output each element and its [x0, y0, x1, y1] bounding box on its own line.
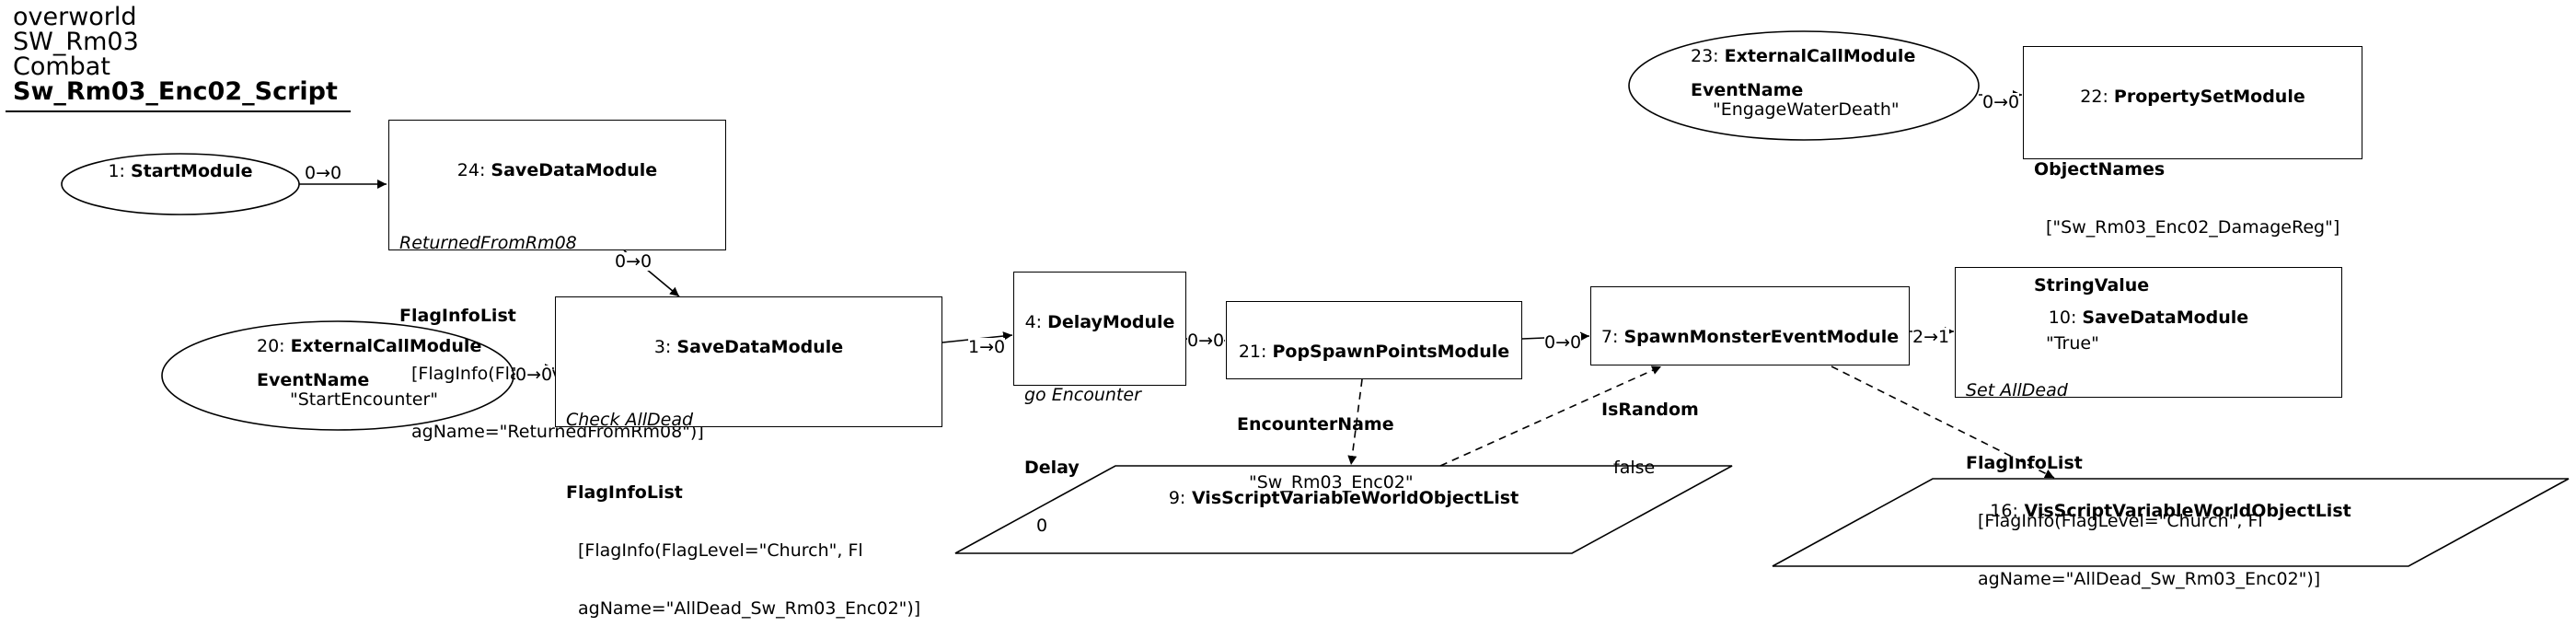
node-1-label: 1: StartModule [62, 162, 299, 181]
node-3-value-1: [FlagInfo(FlagLevel="Church", Fl [578, 540, 863, 561]
node-21-id: 21: [1238, 342, 1267, 362]
node-22-value-1: ["Sw_Rm03_Enc02_DamageReg"] [2046, 217, 2340, 238]
node-9-shape[interactable] [954, 465, 1733, 554]
node-22[interactable]: 22: PropertySetModule ObjectNames ["Sw_R… [2023, 46, 2362, 354]
node-9-type: VisScriptVariableWorldObjectList [1191, 488, 1519, 508]
header-line-3: Combat [13, 52, 110, 81]
node-23-id: 23: [1691, 46, 1719, 66]
node-10-prop: FlagInfoList [1966, 453, 2083, 473]
node-7-prop: IsRandom [1601, 400, 1699, 420]
node-24-type: SaveDataModule [491, 160, 658, 180]
node-7-id: 7: [1600, 327, 1619, 347]
node-23-value: "EngageWaterDeath" [1713, 99, 1900, 120]
node-23-prop: EventName [1691, 80, 1804, 100]
node-3[interactable]: 3: SaveDataModule Check AllDead FlagInfo… [555, 296, 942, 619]
node-20-type: ExternalCallModule [290, 336, 482, 356]
node-24-comment: ReturnedFromRm08 [399, 233, 577, 253]
edge-label-20-3: 0→0 [515, 365, 553, 385]
node-3-type: SaveDataModule [676, 337, 844, 357]
header-line-1: overworld [13, 3, 137, 31]
node-4-id: 4: [1024, 312, 1043, 332]
header-line-2: SW_Rm03 [13, 28, 139, 56]
node-10-id: 10: [2048, 307, 2077, 328]
diagram-canvas [61, 30, 2570, 567]
node-3-id: 3: [653, 337, 672, 357]
node-16-type: VisScriptVariableWorldObjectList [2024, 501, 2351, 521]
node-23-shape[interactable] [1628, 30, 1980, 141]
node-16-shape[interactable] [1772, 478, 2570, 567]
node-9-label: 9: VisScriptVariableWorldObjectList [955, 489, 1732, 508]
node-1-id: 1: [108, 161, 125, 181]
node-1-type: StartModule [131, 161, 253, 181]
node-7-value: false [1613, 458, 1656, 478]
node-21-prop: EncounterName [1237, 414, 1394, 435]
node-4-comment: go Encounter [1024, 385, 1141, 405]
node-7[interactable]: 7: SpawnMonsterEventModule IsRandom fals… [1590, 286, 1910, 478]
node-20-value: "StartEncounter" [290, 389, 439, 410]
edge-label-21-7: 0→0 [1544, 332, 1582, 353]
node-10-title: 10: SaveDataModule [1956, 308, 2341, 328]
node-4-prop: Delay [1024, 458, 1080, 478]
edge-label-7-10: 2→1 [1912, 327, 1950, 347]
node-3-title: 3: SaveDataModule [556, 338, 941, 357]
node-20-id: 20: [257, 336, 285, 356]
node-10-value-1: [FlagInfo(FlagLevel="Church", Fl [1978, 511, 2263, 531]
node-7-type: SpawnMonsterEventModule [1623, 327, 1900, 347]
edge-label-24-3: 0→0 [615, 251, 653, 272]
node-10-type: SaveDataModule [2082, 307, 2249, 328]
node-4-title: 4: DelayModule [1014, 313, 1185, 332]
node-16-label: 16: VisScriptVariableWorldObjectList [1773, 502, 2569, 521]
node-10-value-2: agName="AllDead_Sw_Rm03_Enc02")] [1978, 569, 2321, 589]
node-3-comment: Check AllDead [566, 410, 694, 430]
node-10-comment: Set AllDead [1966, 380, 2068, 400]
node-4-type: DelayModule [1047, 312, 1175, 332]
edge-label-1-24: 0→0 [305, 163, 342, 183]
node-22-value-2: "True" [2046, 333, 2099, 354]
node-23-type: ExternalCallModule [1724, 46, 1916, 66]
node-20-shape[interactable] [161, 320, 514, 431]
script-name: Sw_Rm03_Enc02_Script [13, 77, 338, 106]
edge-7-16 [1831, 365, 2055, 479]
node-22-title: 22: PropertySetModule [2024, 87, 2362, 107]
node-16-id: 16: [1990, 501, 2018, 521]
node-9-id: 9: [1168, 488, 1186, 508]
node-21-type: PopSpawnPointsModule [1272, 342, 1510, 362]
node-24-title: 24: SaveDataModule [389, 161, 725, 180]
node-22-type: PropertySetModule [2113, 87, 2305, 107]
node-23-title: 23: ExternalCallModule [1691, 47, 1979, 66]
edge-label-3-4: 1→0 [968, 337, 1006, 357]
node-20-title: 20: ExternalCallModule [257, 337, 514, 356]
node-21-title: 21: PopSpawnPointsModule [1227, 342, 1521, 362]
edge-label-23-22: 0→0 [1982, 92, 2020, 112]
edge-label-4-21: 0→0 [1187, 331, 1225, 351]
node-4[interactable]: 4: DelayModule go Encounter Delay 0 [1013, 272, 1186, 536]
node-3-value-2: agName="AllDead_Sw_Rm03_Enc02")] [578, 598, 921, 619]
node-21[interactable]: 21: PopSpawnPointsModule EncounterName "… [1226, 301, 1522, 493]
edge-9-7 [1439, 365, 1662, 467]
node-24-prop: FlagInfoList [399, 306, 516, 326]
node-22-id: 22: [2080, 87, 2108, 107]
node-22-prop-1: ObjectNames [2034, 159, 2166, 180]
node-24[interactable]: 24: SaveDataModule ReturnedFromRm08 Flag… [388, 120, 726, 442]
node-24-id: 24: [456, 160, 486, 180]
node-7-title: 7: SpawnMonsterEventModule [1591, 328, 1909, 347]
node-20-prop: EventName [257, 370, 370, 390]
node-3-prop: FlagInfoList [566, 482, 683, 503]
edge-21-9 [1347, 378, 1363, 466]
node-22-prop-2: StringValue [2034, 275, 2150, 296]
node-4-value: 0 [1036, 516, 1048, 536]
title-underline [6, 110, 351, 112]
node-21-value: "Sw_Rm03_Enc02" [1249, 472, 1414, 493]
